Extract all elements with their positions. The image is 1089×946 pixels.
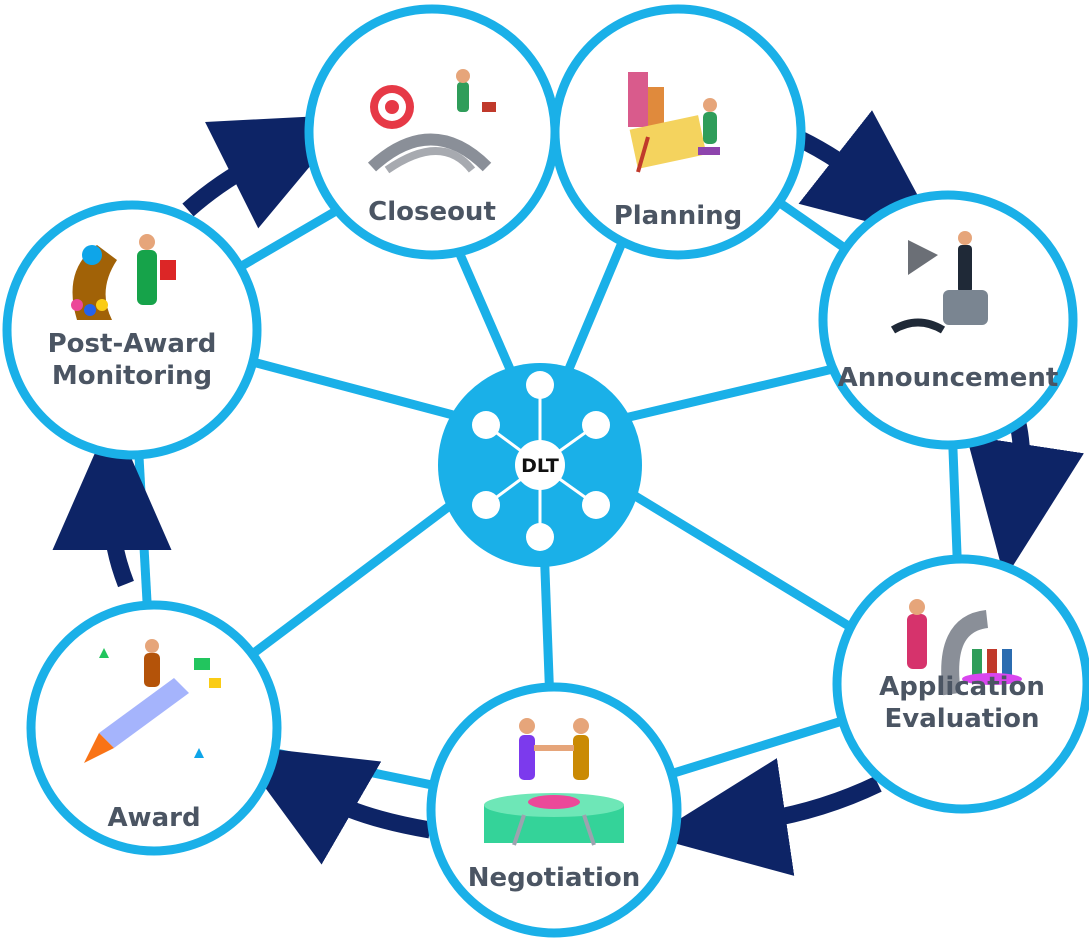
binoculars-icon <box>71 234 176 320</box>
stage-closeout: Closeout <box>304 4 560 260</box>
stage-label: Announcement <box>838 363 1059 393</box>
stage-ring <box>26 600 282 856</box>
stage-label: Planning <box>614 201 743 231</box>
stage-label: Evaluation <box>885 704 1040 734</box>
stage-label: Monitoring <box>52 361 212 391</box>
city-planner-icon <box>628 72 720 173</box>
arrow-evaluation-to-negotiation <box>651 758 882 876</box>
stage-award: Award <box>26 600 282 856</box>
dlt-hub: DLT <box>438 363 642 567</box>
stage-nodes: Closeout PlanningAnnouncementApplicationE… <box>2 4 1089 938</box>
stage-announcement: Announcement <box>818 190 1078 450</box>
microscope-icon <box>907 599 1022 696</box>
stage-label: Negotiation <box>468 863 640 893</box>
stage-ring <box>832 554 1089 814</box>
target-runner-icon <box>367 69 496 174</box>
stage-label: Application <box>879 672 1045 702</box>
megaphone-icon <box>890 231 988 334</box>
arrow-award-to-post-award <box>52 414 172 588</box>
stage-negotiation: Negotiation <box>426 682 682 938</box>
arrow-post-award-to-closeout <box>182 114 354 229</box>
hub-label: DLT <box>521 455 559 477</box>
stage-label: Award <box>107 803 200 833</box>
rocket-icon <box>84 639 221 763</box>
stage-label: Post-Award <box>48 329 217 359</box>
stage-ring <box>2 200 262 460</box>
cycle-arrows <box>52 110 1084 876</box>
handshake-icon <box>484 718 624 846</box>
stage-planning: Planning <box>550 4 806 260</box>
arrow-negotiation-to-award <box>233 744 432 865</box>
stage-label: Closeout <box>368 197 496 227</box>
